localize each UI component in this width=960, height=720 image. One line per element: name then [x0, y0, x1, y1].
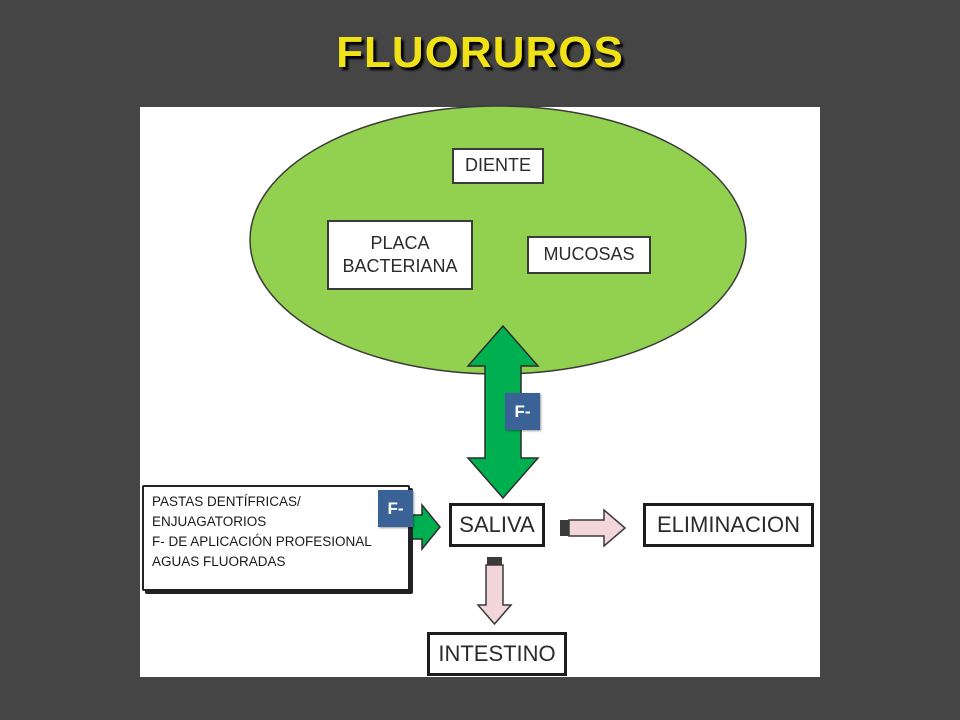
saliva-to-intestino-arrow	[476, 564, 513, 626]
source-item: F- DE APLICACIÓN PROFESIONAL	[152, 534, 372, 549]
node-placa-bacteriana: PLACA BACTERIANA	[327, 220, 473, 290]
page-title: FLUORUROS	[336, 28, 624, 77]
source-item: PASTAS DENTÍFRICAS/	[152, 494, 301, 509]
node-eliminacion: ELIMINACION	[643, 503, 814, 547]
saliva-to-eliminacion-arrow	[568, 508, 627, 548]
node-saliva: SALIVA	[449, 503, 545, 547]
node-diente: DIENTE	[452, 148, 544, 184]
fluoride-badge-sources: F-	[378, 490, 413, 527]
fluoride-sources-list: PASTAS DENTÍFRICAS/ ENJUAGATORIOS F- DE …	[142, 485, 410, 591]
node-intestino: INTESTINO	[427, 632, 567, 676]
source-item: ENJUAGATORIOS	[152, 514, 267, 529]
arrow-tail-block	[487, 557, 502, 565]
source-item: AGUAS FLUORADAS	[152, 554, 286, 569]
bidirectional-arrow	[466, 324, 540, 500]
arrow-tail-block	[560, 520, 569, 536]
fluoride-badge-vertical: F-	[505, 393, 540, 430]
node-mucosas: MUCOSAS	[527, 236, 651, 274]
